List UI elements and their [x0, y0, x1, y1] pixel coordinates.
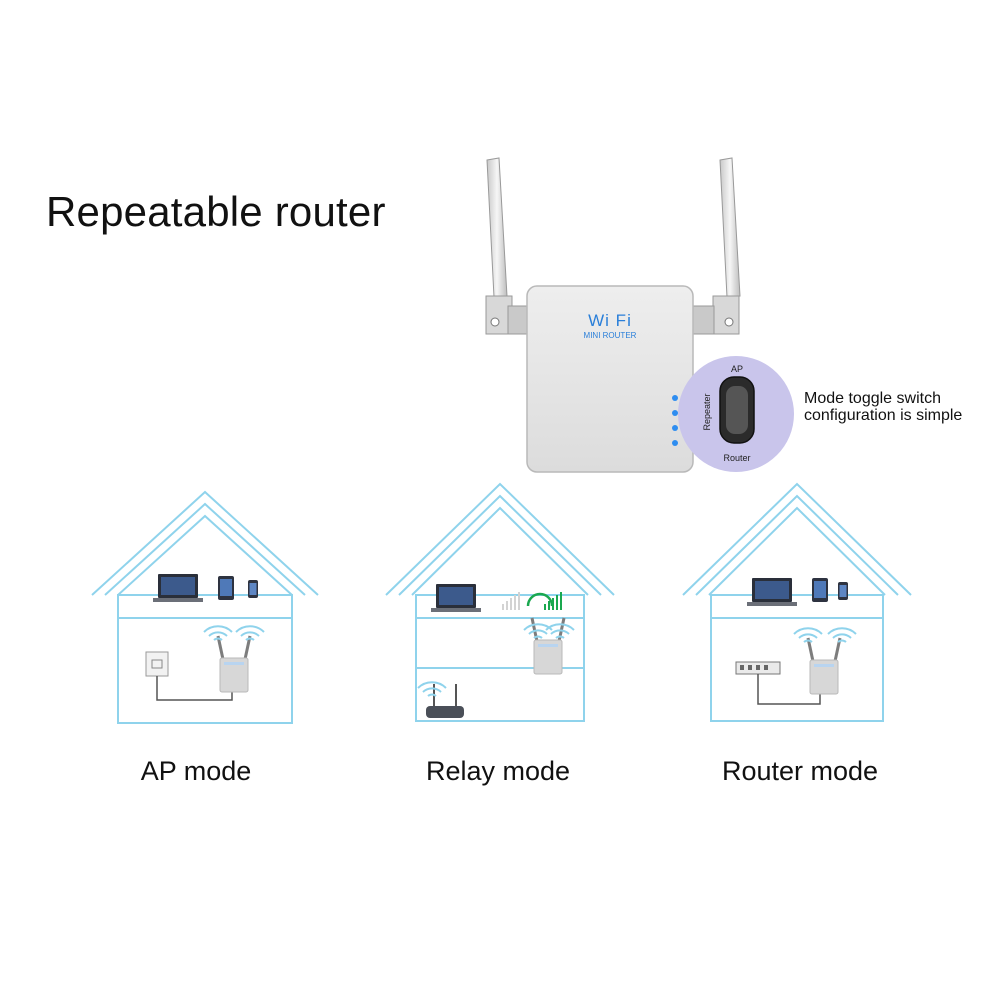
wall-socket-icon: [145, 651, 169, 677]
mini-router-icon: [806, 636, 842, 696]
tablet-icon: [812, 578, 828, 602]
laptop-icon: [153, 574, 203, 602]
wifi-signal-icon: [523, 623, 553, 639]
wifi-signal-icon: [417, 681, 447, 697]
strong-signal-icon: [544, 592, 562, 610]
house-ap-mode: [91, 490, 319, 724]
mode-switch-callout: Mode toggle switch configuration is simp…: [804, 390, 962, 424]
wifi-signal-icon: [203, 625, 233, 641]
wifi-signal-icon: [827, 627, 857, 643]
router-mode-label: Router mode: [721, 756, 879, 786]
router-brand: Wi Fi: [588, 311, 632, 330]
network-switch-icon: [735, 661, 781, 675]
page-title: Repeatable router: [46, 188, 386, 235]
relay-mode-label: Relay mode: [425, 756, 571, 786]
phone-icon: [248, 580, 258, 598]
main-router-icon: [426, 684, 464, 718]
phone-icon: [838, 582, 848, 600]
left-antenna: [485, 157, 531, 335]
relay-arrow-icon: [526, 592, 554, 607]
switch-label-repeater: Repeater: [702, 393, 712, 430]
wifi-signal-icon: [545, 623, 575, 639]
callout-line-1: Mode toggle switch: [804, 390, 941, 407]
mode-switch: AP Repeater Router: [678, 356, 794, 472]
mini-router-icon: [216, 634, 252, 694]
house-relay-mode: [385, 482, 615, 722]
switch-label-router: Router: [723, 453, 750, 463]
wifi-signal-icon: [235, 625, 265, 641]
switch-label-ap: AP: [731, 364, 743, 374]
router-device: Wi Fi MINI ROUTER: [485, 157, 741, 473]
callout-line-2: configuration is simple: [804, 407, 963, 424]
laptop-icon: [747, 578, 797, 606]
house-router-mode: [682, 482, 912, 722]
wifi-signal-icon: [793, 627, 823, 643]
status-leds: [672, 395, 678, 446]
tablet-icon: [218, 576, 234, 600]
router-model: MINI ROUTER: [584, 331, 637, 340]
weak-signal-icon: [502, 592, 520, 610]
ap-mode-label: AP mode: [140, 756, 252, 786]
laptop-icon: [431, 584, 481, 612]
right-antenna: [691, 157, 741, 335]
